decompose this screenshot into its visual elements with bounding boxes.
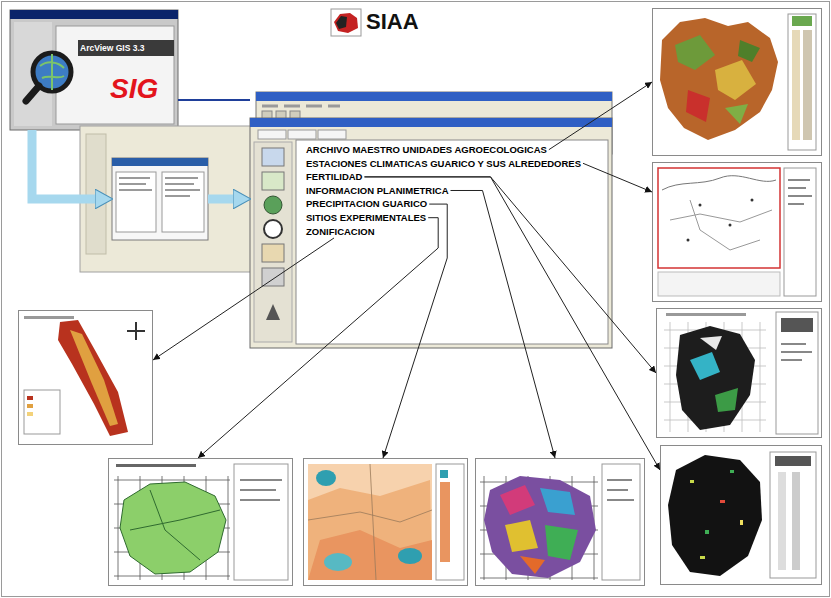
connector-arrow xyxy=(32,130,95,199)
connector-arrow xyxy=(549,82,652,150)
map-thumbnail xyxy=(652,8,822,156)
map-thumbnail xyxy=(303,458,468,586)
application-window: ARCHIVO MAESTRO UNIDADES AGROECOLOGICAS E… xyxy=(250,92,612,348)
map-thumbnail-picture xyxy=(668,452,816,578)
layer-list-item: ZONIFICACION xyxy=(304,225,377,238)
layer-list-item: FERTILIDAD xyxy=(304,170,364,183)
connector-arrow xyxy=(583,163,652,192)
map-thumbnail-picture xyxy=(660,14,816,150)
dialog-window xyxy=(112,158,208,240)
map-thumbnail xyxy=(660,445,822,585)
map-thumbnail-picture xyxy=(664,312,818,434)
layer-list-item-text: INFORMACION PLANIMETRICA xyxy=(306,185,449,196)
connector-arrow xyxy=(451,190,556,458)
layer-list-item-text: ESTACIONES CLIMATICAS GUARICO Y SUS ALRE… xyxy=(306,158,581,169)
connector-arrow xyxy=(198,218,438,458)
layer-list-item-text: ZONIFICACION xyxy=(306,226,375,237)
map-thumbnail-picture xyxy=(480,464,640,580)
connector-line xyxy=(178,99,250,101)
layer-list-item-text: SITIOS EXPERIMENTALES xyxy=(306,212,426,223)
layer-list-item-text: ARCHIVO MAESTRO UNIDADES AGROECOLOGICAS xyxy=(306,144,547,155)
sig-label: SIG xyxy=(110,72,158,106)
map-thumbnail-picture xyxy=(24,316,145,436)
layer-list-item: SITIOS EXPERIMENTALES xyxy=(304,211,428,224)
map-thumbnail-picture xyxy=(658,168,816,296)
layer-list-item: ARCHIVO MAESTRO UNIDADES AGROECOLOGICAS xyxy=(304,143,549,156)
map-thumbnail xyxy=(108,458,293,586)
map-thumbnail xyxy=(475,458,645,586)
map-thumbnail xyxy=(652,162,822,302)
layer-list-item: PRECIPITACION GUARICO xyxy=(304,197,429,210)
connector-arrow xyxy=(208,195,233,204)
siaa-logo xyxy=(331,9,361,36)
connector-arrow xyxy=(153,238,334,360)
layer-list-item-text: PRECIPITACION GUARICO xyxy=(306,198,427,209)
arcview-splash-picture xyxy=(10,10,178,130)
map-thumbnail-picture xyxy=(114,464,288,580)
map-thumbnail xyxy=(656,308,822,438)
diagram-title: SIAA xyxy=(366,9,419,35)
map-thumbnail-picture xyxy=(308,464,464,580)
connector-arrow xyxy=(383,204,447,458)
software-splash-screenshot: ArcView GIS 3.3SIG xyxy=(10,10,178,130)
dialog-screenshot xyxy=(80,126,312,272)
layer-list-item: INFORMACION PLANIMETRICA xyxy=(304,184,451,197)
software-name: ArcView GIS 3.3 xyxy=(80,43,145,53)
map-thumbnail xyxy=(18,310,153,445)
layer-list-item: ESTACIONES CLIMATICAS GUARICO Y SUS ALRE… xyxy=(304,157,583,170)
layer-list-item-text: FERTILIDAD xyxy=(306,171,362,182)
